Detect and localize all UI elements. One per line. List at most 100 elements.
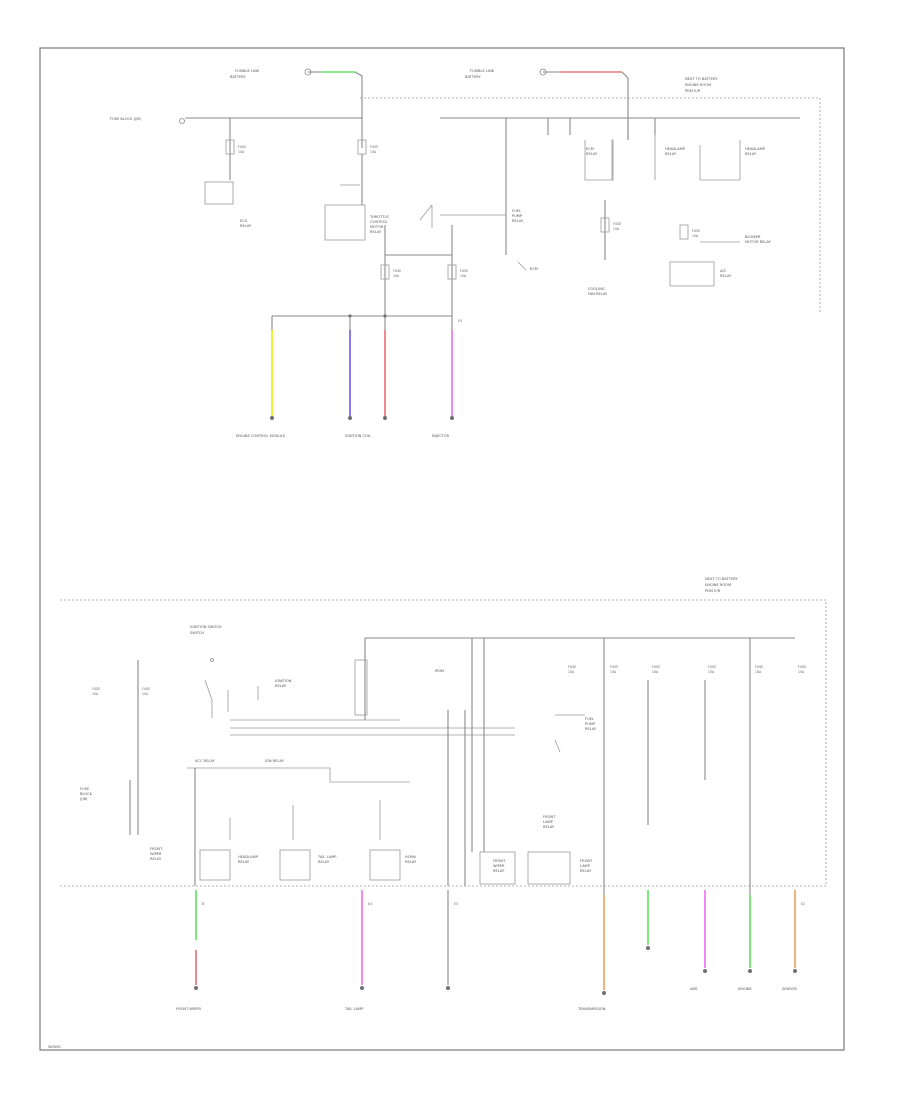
svg-text:ECM: ECM	[530, 267, 538, 271]
svg-text:RELAY: RELAY	[150, 857, 162, 861]
svg-text:FUSE: FUSE	[370, 145, 378, 149]
svg-text:10A: 10A	[568, 670, 575, 674]
bottom-load-sensor: SENSOR	[782, 987, 797, 991]
svg-text:FUSE: FUSE	[652, 665, 660, 669]
svg-text:CONTROL: CONTROL	[370, 220, 388, 224]
svg-text:FAN RELAY: FAN RELAY	[588, 292, 608, 296]
svg-text:TAIL LAMP: TAIL LAMP	[317, 855, 337, 859]
svg-text:PUMP: PUMP	[512, 214, 523, 218]
bottom-ignition-label: IGNITION SWITCH	[190, 625, 222, 629]
svg-text:FUEL: FUEL	[585, 717, 594, 721]
svg-text:10A: 10A	[460, 274, 467, 278]
svg-text:FUSE: FUSE	[692, 229, 700, 233]
svg-text:SWITCH: SWITCH	[190, 631, 204, 635]
svg-text:E4: E4	[368, 902, 372, 906]
svg-text:ACC RELAY: ACC RELAY	[195, 759, 216, 763]
svg-text:RELAY: RELAY	[543, 825, 555, 829]
svg-text:E4: E4	[458, 319, 462, 323]
svg-text:NEXT TO BATTERY: NEXT TO BATTERY	[705, 577, 738, 581]
bottom-load-front-wiper: FRONT WIPER	[176, 1007, 201, 1011]
svg-text:BATTERY: BATTERY	[230, 75, 247, 79]
svg-text:FUSE: FUSE	[610, 665, 618, 669]
svg-text:B: B	[202, 902, 204, 906]
bottom-load-tail-lamp: TAIL LAMP	[344, 1007, 364, 1011]
svg-text:10A: 10A	[692, 234, 699, 238]
svg-text:15A: 15A	[142, 692, 149, 696]
svg-text:RELAY: RELAY	[318, 860, 330, 864]
svg-text:ENGINE ROOM: ENGINE ROOM	[705, 583, 731, 587]
svg-text:FUSE: FUSE	[238, 145, 246, 149]
svg-text:FUSE: FUSE	[460, 269, 468, 273]
svg-text:RELAY: RELAY	[275, 684, 287, 688]
svg-text:RELAY: RELAY	[370, 230, 382, 234]
bottom-load-transmission: TRANSMISSION	[577, 1007, 606, 1011]
svg-text:15A: 15A	[798, 670, 805, 674]
top-load-ignition: IGNITION COIL	[345, 434, 371, 438]
svg-text:PUMP: PUMP	[585, 722, 596, 726]
top-load-ecm: ENGINE CONTROL MODULE	[236, 434, 286, 438]
top-load-injector: INJECTOR	[432, 434, 450, 438]
svg-text:PDM E/R: PDM E/R	[685, 89, 701, 93]
bottom-load-abs: ABS	[690, 987, 698, 991]
svg-text:BLOWER: BLOWER	[745, 235, 761, 239]
svg-text:HEADLAMP: HEADLAMP	[238, 855, 259, 859]
svg-text:FRONT: FRONT	[493, 859, 506, 863]
svg-text:FRONT: FRONT	[543, 815, 556, 819]
svg-text:FUSIBLE LINK: FUSIBLE LINK	[470, 69, 495, 73]
svg-text:LAMP: LAMP	[543, 820, 554, 824]
svg-text:E3: E3	[454, 902, 458, 906]
svg-text:PDM E/R: PDM E/R	[705, 589, 721, 593]
svg-text:15A: 15A	[610, 670, 617, 674]
svg-text:RELAY: RELAY	[745, 152, 757, 156]
svg-text:RELAY: RELAY	[586, 152, 598, 156]
svg-text:10A: 10A	[393, 274, 400, 278]
svg-text:15A: 15A	[708, 670, 715, 674]
svg-text:FUSE: FUSE	[568, 665, 576, 669]
svg-text:WIPER: WIPER	[150, 852, 162, 856]
svg-text:ECM: ECM	[586, 147, 594, 151]
svg-text:NEXT TO BATTERY: NEXT TO BATTERY	[685, 77, 718, 81]
svg-text:IGNITION: IGNITION	[275, 679, 292, 683]
bottom-section: NEXT TO BATTERY ENGINE ROOM PDM E/R IPDM…	[60, 577, 827, 1011]
svg-text:E2: E2	[801, 902, 805, 906]
svg-text:10A: 10A	[652, 670, 659, 674]
svg-text:RELAY: RELAY	[720, 274, 732, 278]
svg-text:BLOCK: BLOCK	[80, 792, 93, 796]
svg-text:(J/B): (J/B)	[80, 797, 88, 801]
top-section: NEXT TO BATTERY ENGINE ROOM PDM E/R FUSI…	[110, 68, 821, 438]
svg-text:FUSE: FUSE	[755, 665, 763, 669]
svg-text:FUEL: FUEL	[512, 209, 521, 213]
svg-text:RELAY: RELAY	[405, 860, 417, 864]
svg-text:RELAY: RELAY	[240, 224, 252, 228]
svg-text:BATTERY: BATTERY	[465, 75, 482, 79]
svg-text:RELAY: RELAY	[493, 869, 505, 873]
svg-text:MOTOR: MOTOR	[370, 225, 384, 229]
svg-text:10A: 10A	[92, 692, 99, 696]
svg-text:10A: 10A	[755, 670, 762, 674]
svg-text:RELAY: RELAY	[585, 727, 597, 731]
svg-text:FUSE: FUSE	[80, 787, 90, 791]
svg-text:HEADLAMP: HEADLAMP	[745, 147, 766, 151]
svg-text:LAMP: LAMP	[580, 864, 591, 868]
svg-text:FRONT: FRONT	[580, 859, 593, 863]
svg-text:FUSE: FUSE	[393, 269, 401, 273]
svg-text:FUSE: FUSE	[613, 222, 621, 226]
svg-text:THROTTLE: THROTTLE	[369, 215, 390, 219]
svg-text:15A: 15A	[613, 227, 620, 231]
svg-text:FUSE: FUSE	[798, 665, 806, 669]
svg-text:FUSE: FUSE	[708, 665, 716, 669]
svg-text:FUSE: FUSE	[92, 687, 100, 691]
svg-text:15A: 15A	[370, 150, 377, 154]
svg-text:HEADLAMP: HEADLAMP	[665, 147, 686, 151]
svg-text:ECU: ECU	[240, 219, 248, 223]
svg-text:FUSIBLE LINK: FUSIBLE LINK	[235, 69, 260, 73]
svg-text:RELAY: RELAY	[580, 869, 592, 873]
svg-text:HORN: HORN	[405, 855, 416, 859]
svg-text:FUSE: FUSE	[142, 687, 150, 691]
svg-text:IGN RELAY: IGN RELAY	[265, 759, 285, 763]
svg-text:10A: 10A	[238, 150, 245, 154]
svg-text:ENGINE ROOM: ENGINE ROOM	[685, 83, 711, 87]
svg-text:RELAY: RELAY	[512, 219, 524, 223]
bottom-load-engine: ENGINE	[738, 987, 752, 991]
